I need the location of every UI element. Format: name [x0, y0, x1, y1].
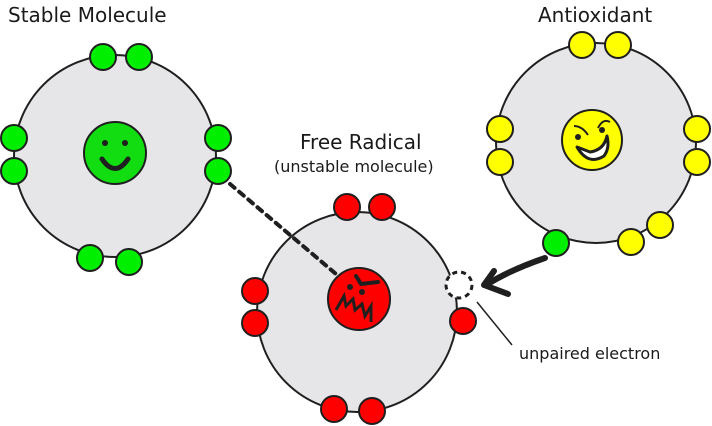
electron: [0, 157, 28, 185]
jagged-mouth: [334, 291, 373, 322]
nucleus-smile: [83, 121, 147, 185]
electron: [604, 31, 632, 59]
brow: [573, 125, 589, 136]
electron: [241, 309, 269, 337]
electron: [333, 193, 361, 221]
donation-arrow: [481, 255, 548, 297]
eye: [599, 127, 605, 133]
unpaired-electron-label: unpaired electron: [519, 344, 661, 363]
electron: [617, 228, 645, 256]
electron: [683, 115, 711, 143]
electron: [125, 43, 153, 71]
eye: [359, 289, 365, 295]
electron: [89, 43, 117, 71]
electrons: [0, 43, 232, 276]
electron: [683, 148, 711, 176]
nucleus-grin: [561, 109, 623, 171]
donated-electron: [542, 229, 570, 257]
electron: [449, 307, 477, 335]
smile-mouth: [99, 156, 131, 171]
free-radical: [241, 193, 477, 425]
electron: [204, 157, 232, 185]
nucleus: [561, 109, 623, 171]
eye: [102, 140, 108, 146]
electron: [320, 395, 348, 423]
arrow-head-icon: [481, 268, 511, 297]
stable-molecule: [0, 43, 232, 276]
electrons: [241, 193, 477, 425]
stable-molecule-label: Stable Molecule: [8, 3, 167, 27]
electron: [568, 31, 596, 59]
electron: [0, 124, 28, 152]
brow: [597, 119, 611, 129]
arrow-shaft: [483, 255, 548, 288]
eye: [575, 134, 581, 140]
unpaired-electron-slot: [444, 270, 474, 300]
electron: [76, 244, 104, 272]
electrons: [486, 31, 711, 256]
nucleus-angry: [327, 267, 391, 331]
electron: [486, 148, 514, 176]
grin-mouth: [575, 134, 610, 161]
electron: [646, 211, 674, 239]
electron: [486, 115, 514, 143]
electron: [204, 124, 232, 152]
angry-brow: [354, 274, 380, 287]
electron: [368, 193, 396, 221]
dotted-steal-line: [228, 182, 338, 276]
antioxidant: [486, 31, 711, 257]
free-radical-label: Free Radical: [300, 130, 422, 154]
eye: [122, 140, 128, 146]
unpaired-leader-line: [476, 301, 513, 346]
antioxidant-label: Antioxidant: [538, 3, 653, 27]
eye: [347, 284, 353, 290]
free-radical-sublabel: (unstable molecule): [274, 157, 434, 176]
electron: [115, 248, 143, 276]
electron: [358, 397, 386, 425]
nucleus: [83, 121, 147, 185]
electron: [241, 277, 269, 305]
